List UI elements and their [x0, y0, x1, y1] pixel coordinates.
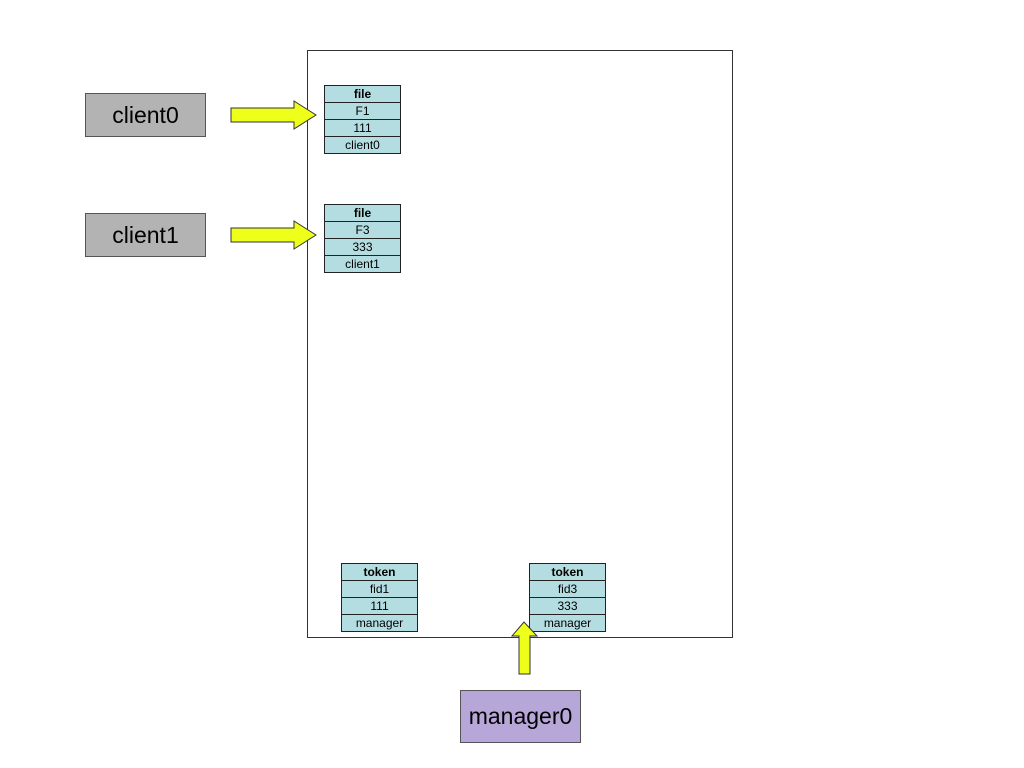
tuple-field-id: 111 — [325, 119, 400, 136]
tuple-field-id: 111 — [342, 597, 417, 614]
manager0-box[interactable]: manager0 — [460, 690, 581, 743]
tuple-field-name: F3 — [325, 221, 400, 238]
tuple-field-name: fid1 — [342, 580, 417, 597]
token-tuple-fid3[interactable]: token fid3 333 manager — [529, 563, 606, 632]
tuple-field-name: fid3 — [530, 580, 605, 597]
tuple-type: token — [551, 565, 584, 579]
tuple-field-owner: client1 — [325, 255, 400, 272]
manager0-arrow-icon — [510, 621, 539, 675]
tuple-field-owner: client0 — [325, 136, 400, 153]
tuple-field-id: 333 — [530, 597, 605, 614]
manager0-label: manager0 — [468, 703, 573, 729]
file-tuple-f1[interactable]: file F1 111 client0 — [324, 85, 401, 154]
tuple-type: token — [363, 565, 396, 579]
tuple-field-id: 333 — [325, 238, 400, 255]
file-tuple-f3[interactable]: file F3 333 client1 — [324, 204, 401, 273]
tuple-field-owner: manager — [342, 614, 417, 631]
tuple-field-name: F1 — [325, 102, 400, 119]
client0-box[interactable]: client0 — [85, 93, 206, 137]
client1-box[interactable]: client1 — [85, 213, 206, 257]
client1-arrow-icon — [230, 220, 317, 250]
client1-label: client1 — [112, 221, 179, 248]
tuple-field-owner: manager — [530, 614, 605, 631]
token-tuple-fid1[interactable]: token fid1 111 manager — [341, 563, 418, 632]
client0-arrow-icon — [230, 100, 317, 130]
tuple-type: file — [353, 87, 372, 101]
tuple-type: file — [353, 206, 372, 220]
client0-label: client0 — [112, 101, 179, 128]
